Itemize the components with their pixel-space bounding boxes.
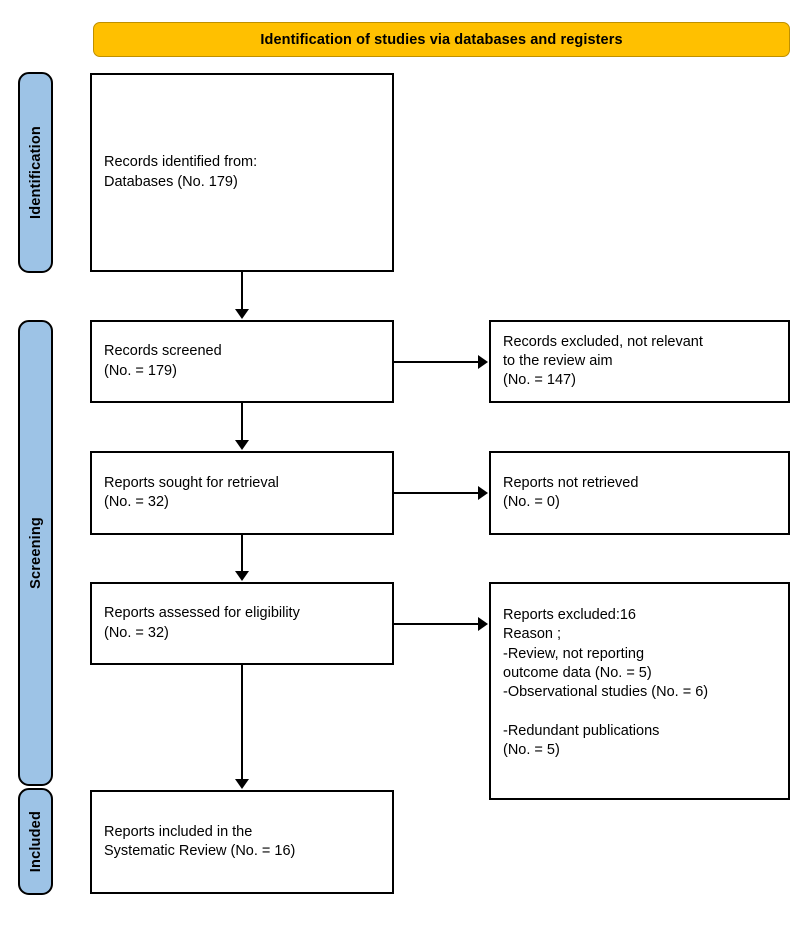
diagram-header-banner: Identification of studies via databases …: [93, 22, 790, 57]
diagram-title: Identification of studies via databases …: [260, 31, 623, 48]
connector-assessed-to-excluded-line: [394, 623, 479, 625]
box-reports-excluded-with-reasons: Reports excluded:16 Reason ; -Review, no…: [489, 582, 790, 800]
box-records-excluded-not-relevant: Records excluded, not relevant to the re…: [489, 320, 790, 403]
connector-assessed-to-included-line: [241, 665, 243, 780]
stage-label-included: Included: [27, 810, 44, 873]
connector-sought-to-not-retrieved-line: [394, 492, 479, 494]
box-records-identified: Records identified from: Databases (No. …: [90, 73, 394, 272]
box-reports-not-retrieved-text: Reports not retrieved (No. = 0): [503, 474, 639, 510]
box-reports-included-text: Reports included in the Systematic Revie…: [104, 823, 296, 859]
box-reports-excluded-reasons-text: Reports excluded:16 Reason ; -Review, no…: [503, 607, 709, 758]
box-records-excluded-text: Records excluded, not relevant to the re…: [503, 333, 703, 389]
connector-sought-to-assessed-line: [241, 535, 243, 572]
box-reports-sought-text: Reports sought for retrieval (No. = 32): [104, 474, 279, 510]
box-reports-included: Reports included in the Systematic Revie…: [90, 790, 394, 894]
connector-identified-to-screened-arrow: [235, 309, 249, 319]
box-reports-assessed-text: Reports assessed for eligibility (No. = …: [104, 605, 300, 641]
box-records-screened: Records screened (No. = 179): [90, 320, 394, 403]
box-reports-not-retrieved: Reports not retrieved (No. = 0): [489, 451, 790, 535]
box-reports-sought-for-retrieval: Reports sought for retrieval (No. = 32): [90, 451, 394, 535]
stage-label-identification: Identification: [27, 125, 44, 220]
box-reports-assessed-for-eligibility: Reports assessed for eligibility (No. = …: [90, 582, 394, 665]
connector-assessed-to-included-arrow: [235, 779, 249, 789]
connector-screened-to-sought-line: [241, 403, 243, 441]
connector-assessed-to-excluded-arrow: [478, 617, 488, 631]
connector-sought-to-not-retrieved-arrow: [478, 486, 488, 500]
connector-screened-to-excluded-line: [394, 361, 479, 363]
stage-pill-screening: Screening: [18, 320, 53, 786]
connector-screened-to-excluded-arrow: [478, 355, 488, 369]
stage-pill-included: Included: [18, 788, 53, 895]
box-records-identified-text: Records identified from: Databases (No. …: [104, 154, 258, 190]
connector-sought-to-assessed-arrow: [235, 571, 249, 581]
stage-label-screening: Screening: [27, 517, 44, 589]
connector-identified-to-screened-line: [241, 272, 243, 310]
stage-pill-identification: Identification: [18, 72, 53, 273]
connector-screened-to-sought-arrow: [235, 440, 249, 450]
box-records-screened-text: Records screened (No. = 179): [104, 343, 222, 379]
